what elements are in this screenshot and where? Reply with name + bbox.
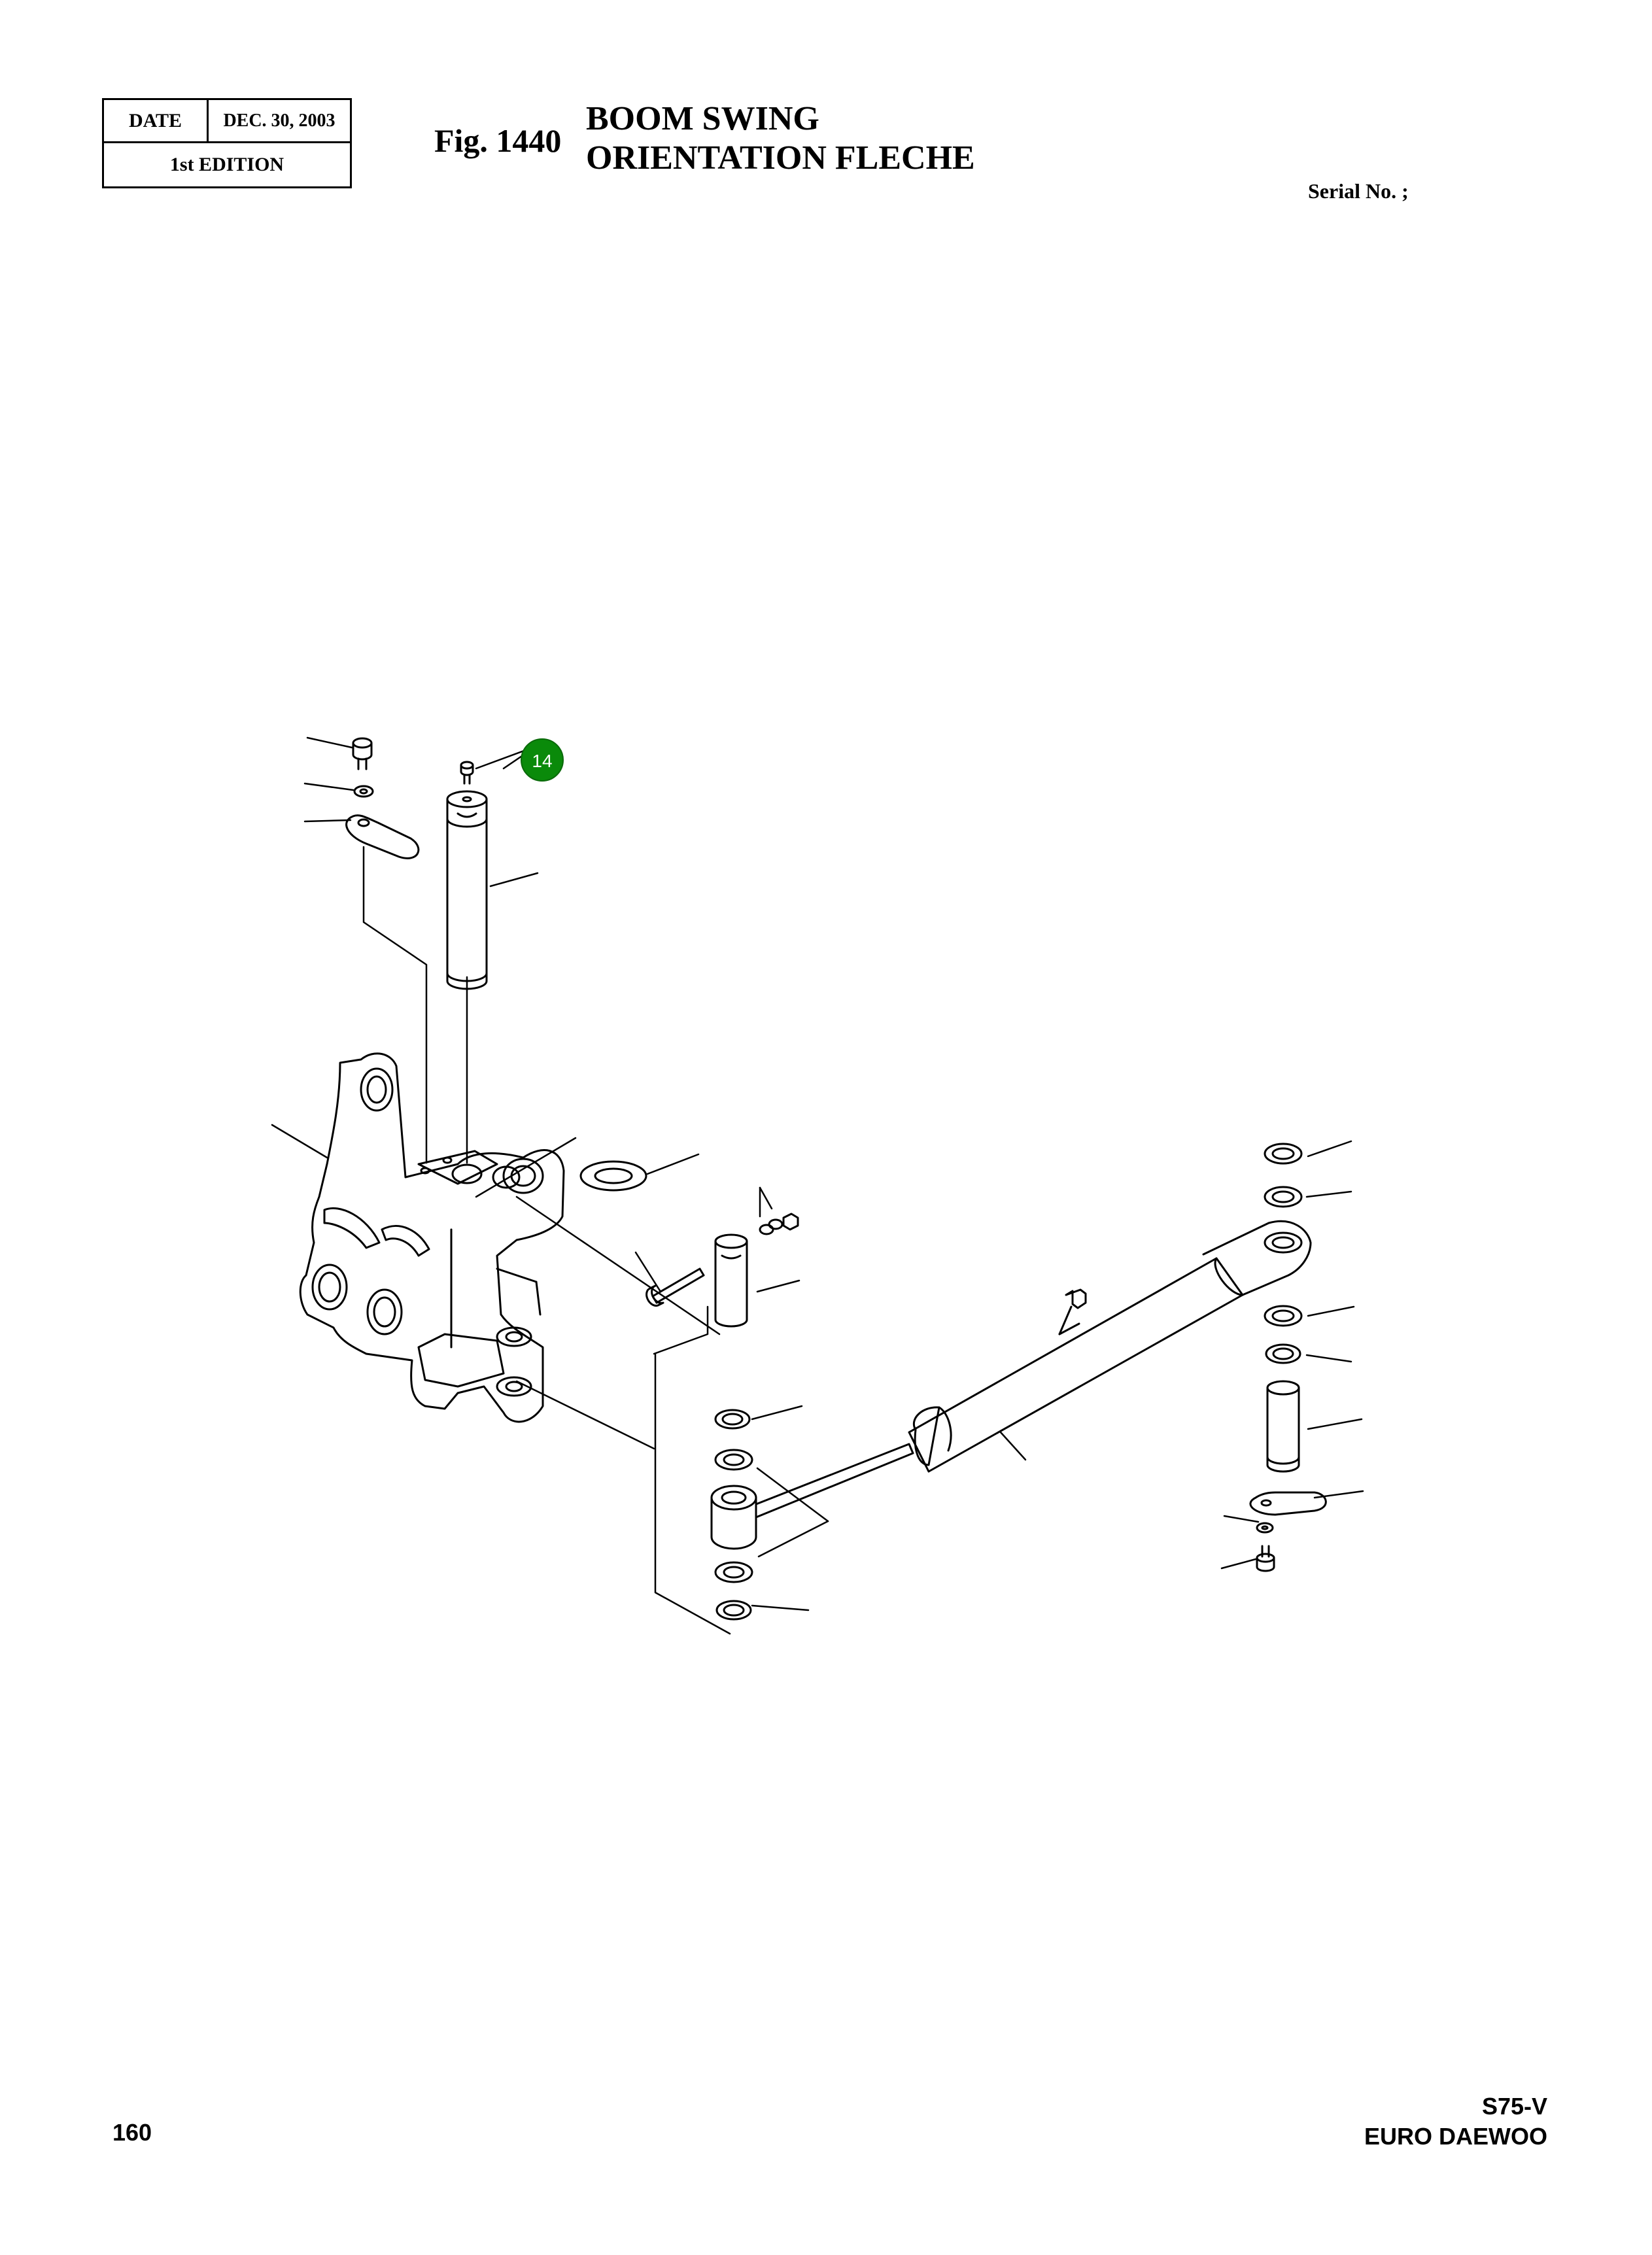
brand-name: EURO DAEWOO <box>1364 2123 1547 2150</box>
figure-number: Fig. 1440 <box>434 122 562 159</box>
date-row: DATE DEC. 30, 2003 <box>104 100 350 143</box>
lower-lock-plate <box>1249 1491 1327 1516</box>
date-value: DEC. 30, 2003 <box>223 110 336 131</box>
nut-and-washers <box>759 1213 799 1235</box>
plate-bolt <box>352 737 373 770</box>
swing-pin <box>446 790 488 990</box>
cylinder-pin-upper <box>714 1233 748 1328</box>
rod-end-washers <box>714 1409 753 1621</box>
model-name: S75-V <box>1481 2093 1547 2120</box>
head-end-washers <box>1264 1143 1303 1364</box>
long-bolt <box>645 1267 705 1307</box>
page-number: 160 <box>112 2119 152 2146</box>
plate-washer <box>353 785 374 798</box>
cylinder-pin-lower <box>1266 1380 1300 1473</box>
thrust-washer <box>579 1160 647 1192</box>
assembly-lines <box>362 846 731 1635</box>
set-screw <box>460 761 474 785</box>
edition-label: 1st EDITION <box>169 154 284 175</box>
swing-cylinder <box>710 1220 1312 1550</box>
callout-14-label: 14 <box>532 751 552 771</box>
title-french: ORIENTATION FLECHE <box>586 139 975 177</box>
swing-bracket <box>299 1052 565 1423</box>
date-box: DATE DEC. 30, 2003 1st EDITION <box>102 98 352 188</box>
serial-number: Serial No. ; <box>1308 179 1409 203</box>
title-english: BOOM SWING <box>586 100 819 137</box>
lock-plate <box>345 814 420 859</box>
lower-washer <box>1256 1522 1274 1534</box>
callout-14[interactable]: 14 <box>521 738 564 782</box>
lower-bolt <box>1256 1545 1275 1572</box>
date-label: DATE <box>104 100 209 141</box>
